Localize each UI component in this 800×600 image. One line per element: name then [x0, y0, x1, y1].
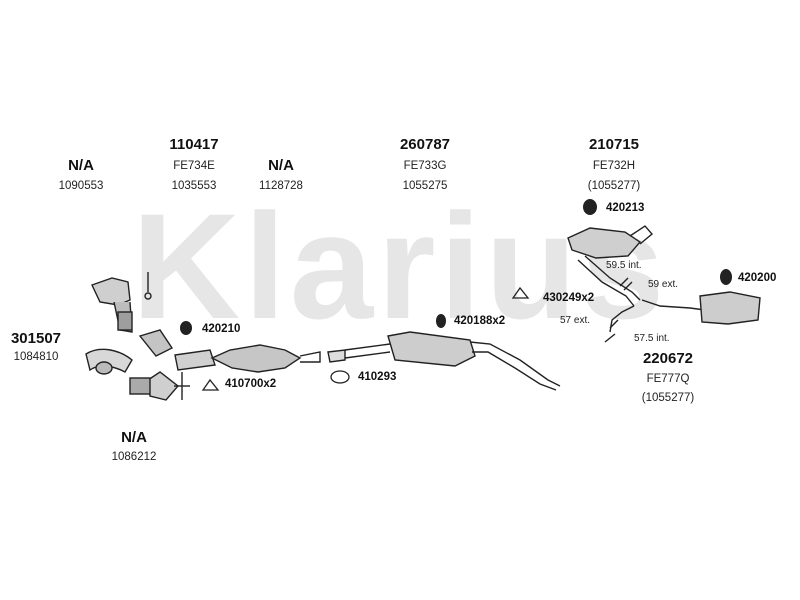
part-number-label: 210715 [588, 136, 640, 153]
part-label-420200: 420200 [738, 272, 777, 284]
dimension-label: 57 ext. [560, 315, 591, 326]
dimension-label: 59 ext. [648, 279, 679, 290]
oem-code-label: 1035553 [171, 180, 217, 192]
part-number-label: N/A [121, 429, 147, 446]
part-number-label: 220672 [642, 350, 694, 367]
part-number-label: N/A [68, 157, 94, 174]
oem-code-label: 1128728 [259, 180, 303, 192]
oem-code-label: (1055277) [587, 180, 641, 192]
part-number-label: 260787 [399, 136, 451, 153]
oem-code-label: FE733G [403, 160, 447, 172]
oem-code-label: (1055277) [641, 392, 695, 404]
part-label-420213: 420213 [606, 202, 645, 214]
clamp-icon-430249 [511, 286, 530, 299]
oem-code-label: 1055275 [402, 180, 448, 192]
dimension-label: 59.5 int. [606, 260, 642, 271]
oem-code-label: 1086212 [111, 451, 157, 463]
dimension-label: 57.5 int. [634, 333, 670, 344]
part-number-label: 110417 [169, 136, 219, 153]
oem-code-label: FE777Q [646, 373, 690, 385]
oem-code-label: 1084810 [13, 351, 59, 363]
part-number-label: N/A [268, 157, 294, 174]
part-label-420188: 420188x2 [454, 315, 506, 327]
oem-code-label: FE732H [592, 160, 636, 172]
part-label-410700: 410700x2 [225, 378, 277, 390]
oem-code-label: FE734E [173, 160, 215, 172]
hanger-icon-420200 [720, 269, 732, 285]
hanger-icon-420188 [436, 314, 446, 328]
part-number-label: 301507 [10, 330, 62, 347]
part-label-410293: 410293 [358, 371, 397, 383]
hanger-icon-420210 [180, 321, 192, 335]
gasket-icon-410700 [201, 378, 220, 391]
ring-icon-410293 [330, 370, 350, 384]
hanger-icon-420213 [583, 199, 597, 215]
watermark-text: Klarius [132, 182, 669, 350]
oem-code-label: 1090553 [58, 180, 104, 192]
part-label-420210: 420210 [202, 323, 241, 335]
part-label-430249: 430249x2 [543, 292, 595, 304]
